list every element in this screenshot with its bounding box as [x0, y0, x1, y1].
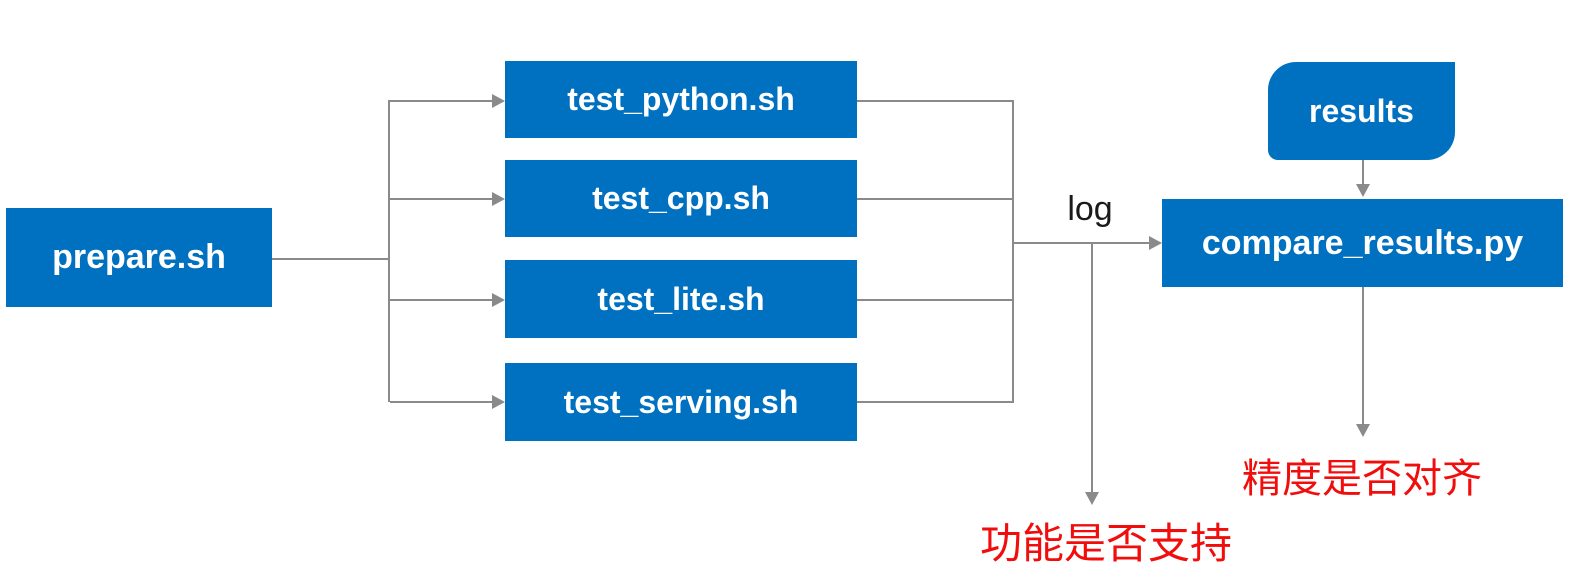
- edge-branch-vertical: [388, 100, 390, 402]
- node-prepare-sh: prepare.sh: [6, 208, 272, 307]
- arrowhead-to-test-lite-icon: [492, 293, 505, 307]
- annotation-accuracy-alignment: 精度是否对齐: [1242, 457, 1482, 501]
- edge-branch-to-test-cpp: [390, 198, 492, 200]
- node-test-cpp-sh: test_cpp.sh: [505, 160, 857, 237]
- edge-branch-to-test-serving: [390, 401, 492, 403]
- edge-label-log: log: [1067, 190, 1113, 228]
- node-test-serving-sh: test_serving.sh: [505, 363, 857, 441]
- edge-test-lite-out: [857, 299, 1013, 301]
- edge-log-to-compare: [1013, 242, 1149, 244]
- node-compare-results-py: compare_results.py: [1162, 199, 1563, 287]
- edge-collector-vertical: [1012, 100, 1014, 403]
- annotation-function-support: 功能是否支持: [979, 520, 1232, 567]
- edge-branch-to-test-lite: [390, 299, 492, 301]
- arrowhead-to-accuracy-icon: [1356, 424, 1370, 437]
- edge-test-cpp-out: [857, 198, 1013, 200]
- edge-test-python-out: [857, 100, 1013, 102]
- node-test-lite-sh: test_lite.sh: [505, 260, 857, 338]
- arrowhead-to-test-python-icon: [492, 94, 505, 108]
- edge-log-down-to-function-support: [1091, 243, 1093, 492]
- arrowhead-to-function-support-icon: [1085, 492, 1099, 505]
- edge-prepare-to-branch: [272, 258, 388, 260]
- node-results: results: [1268, 62, 1455, 160]
- edge-compare-to-accuracy: [1362, 287, 1364, 424]
- edge-branch-to-test-python: [390, 100, 492, 102]
- arrowhead-results-to-compare-icon: [1356, 184, 1370, 197]
- arrowhead-to-test-cpp-icon: [492, 192, 505, 206]
- node-test-python-sh: test_python.sh: [505, 61, 857, 138]
- edge-test-serving-out: [857, 401, 1013, 403]
- arrowhead-to-test-serving-icon: [492, 395, 505, 409]
- edge-results-to-compare: [1362, 160, 1364, 184]
- arrowhead-to-compare-icon: [1149, 236, 1162, 250]
